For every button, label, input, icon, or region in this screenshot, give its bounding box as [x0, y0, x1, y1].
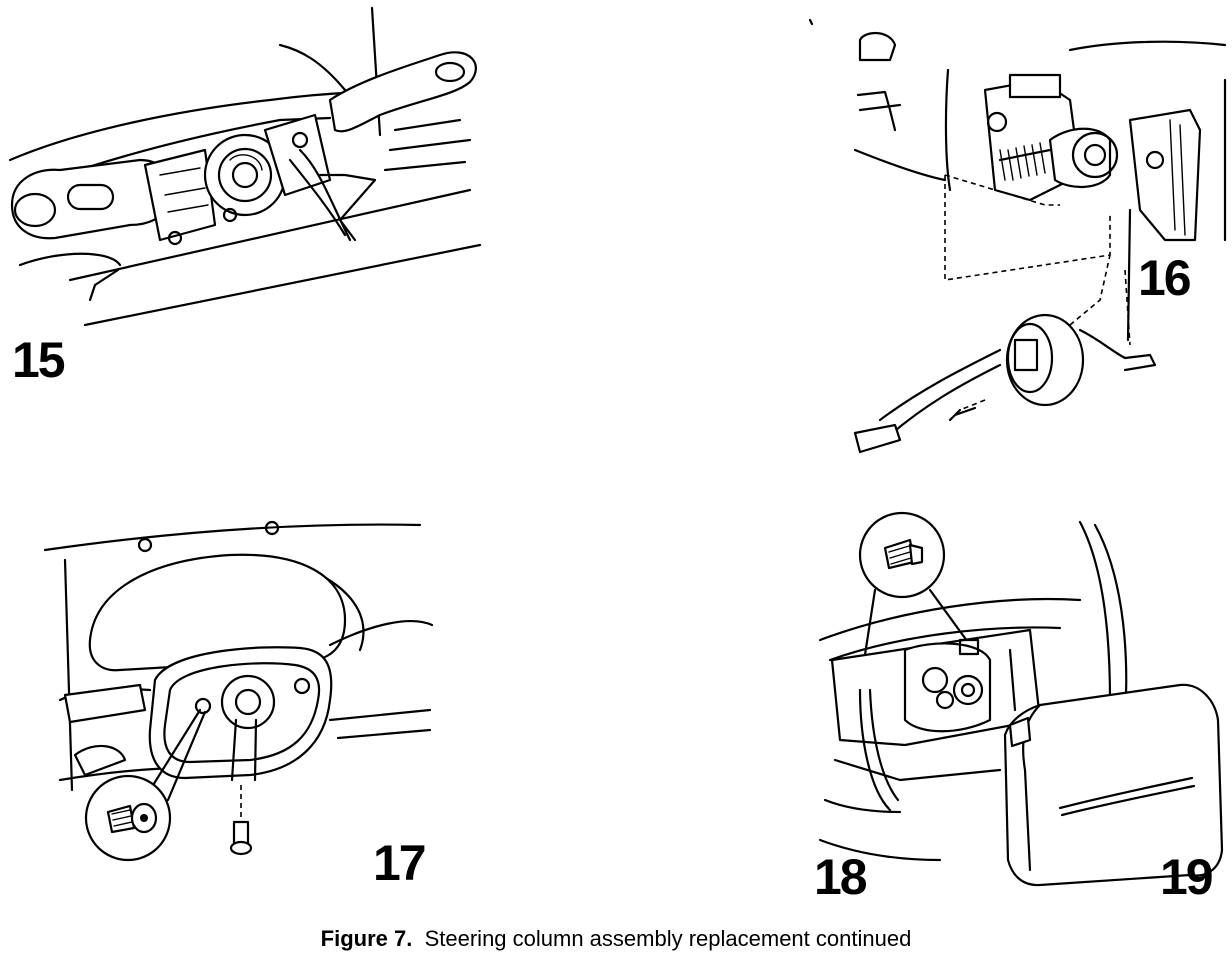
- panel-18-19-illustration: [818, 511, 1224, 887]
- panel-16-illustration: [808, 18, 1227, 454]
- step-number-17: 17: [373, 835, 427, 891]
- figure-caption-label: Figure 7.: [320, 926, 413, 951]
- step-number-15: 15: [12, 332, 66, 388]
- step-number-19: 19: [1160, 849, 1214, 905]
- panel-17-illustration: [43, 520, 434, 862]
- panel-15-illustration: [8, 6, 482, 327]
- figure-caption-text: Steering column assembly replacement con…: [424, 926, 912, 951]
- step-number-16: 16: [1138, 250, 1192, 306]
- figure-caption: Figure 7. Steering column assembly repla…: [0, 928, 1232, 950]
- step-number-18: 18: [814, 849, 868, 905]
